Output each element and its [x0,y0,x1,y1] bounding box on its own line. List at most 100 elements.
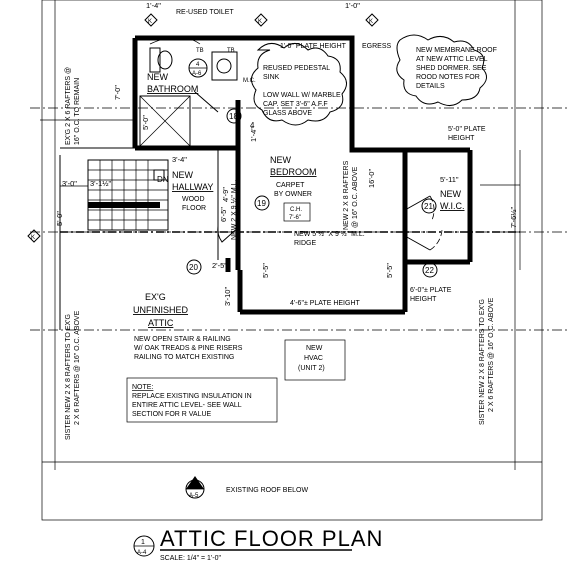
title-ref-num: 1 [141,539,145,546]
note-hvac-2: HVAC [304,355,323,362]
note-plate-4: 4'-6"± PLATE HEIGHT [290,300,360,307]
note-wood-1: WOOD [182,196,205,203]
note-plate-6b: HEIGHT [410,296,437,303]
rafter-left-top-2: 16" O.C. TO REMAIN [74,78,81,145]
dimensions: 1'-4" 7'-0" 5'-0" 3'-4" 3'-0" 3'-1½" 4'-… [40,1,521,313]
note-ridge-1: NEW 5 ½" X 9 ½" M.L. [294,230,365,238]
dim-3-0: 3'-0" [62,179,77,188]
tag-k-3: K [369,19,373,25]
note-heading: NOTE: [132,384,153,391]
dim-5-0: 5'-0" [141,115,150,130]
rafter-hall: NEW 2 X 9 ½" M.L. [230,179,238,240]
room-labels: NEW BATHROOM NEW HALLWAY NEW BEDROOM NEW… [133,72,465,328]
note-ch-1: C.H. [290,207,302,213]
bathroom-fixtures [139,36,238,147]
note-tb-2: TB [227,48,235,54]
note-reused-toilet: RE-USED TOILET [176,9,234,16]
section-ref-sheet: A-5 [189,493,199,499]
dim-2-5: 2'-5" [212,261,227,270]
tag-21: 21 [424,202,433,211]
note-box [126,377,278,423]
note-plate-6: 6'-0"± PLATE [410,287,452,294]
wic-label-new: NEW [440,189,462,199]
note-membrane-5: DETAILS [416,83,445,90]
note-carpet-1: CARPET [276,182,305,189]
note-plate-1: 1'-0" PLATE HEIGHT [280,43,347,50]
dim-5-5: 5'-5" [261,263,270,278]
rafter-left-top-1: EX'G 2 X 6 RAFTERS @ [65,67,72,145]
bedroom-label-new: NEW [270,155,292,165]
hallway-label-new: NEW [172,170,194,180]
dim-1-4b: 1'-4" [249,127,258,142]
note-pedestal-2: SINK [263,74,280,81]
note-wood-2: FLOOR [182,205,206,212]
annotation-notes: RE-USED TOILET 1'-0" PLATE HEIGHT EGRESS… [126,9,497,423]
tag-20: 20 [189,263,198,272]
note-hvac-3: (UNIT 2) [298,365,325,372]
note-egress: EGRESS [362,43,392,50]
note-membrane-3: SHED DORMER. SEE [416,65,487,72]
rafter-bed-2: @ 16" O.C. ABOVE [352,166,359,228]
new-walls [59,35,473,330]
dim-3-10: 3'-1½" [90,179,112,188]
note-plate-5b: HEIGHT [448,135,475,142]
rafter-bed-1: NEW 2 X 8 RAFTERS [343,160,350,230]
tag-18: 18 [229,112,238,121]
revision-clouds [251,34,487,126]
attic-label: ATTIC [148,318,174,328]
dim-7-0: 7'-0" [113,85,122,100]
shower-icon [139,95,191,147]
door-swings [217,195,443,272]
note-line-1: REPLACE EXISTING INSULATION IN [132,393,252,400]
attic-label-unfinished: UNFINISHED [133,305,189,315]
section-marker: 1 A-5 EXISTING ROOF BELOW [185,476,308,499]
tag-k-2: K [258,19,262,25]
tags: 18 19 20 21 22 4 DN 4 A-6 K K K K [27,13,438,278]
dim-6-5: 6'-5" [219,207,228,222]
note-lowwall-3: GLASS ABOVE [263,110,312,117]
note-hvac-1: NEW [306,345,323,352]
note-lowwall-1: LOW WALL W/ MARBLE [263,92,341,99]
rafter-right-2: 2 X 6 RAFTERS @ 16" O.C. ABOVE [488,297,495,412]
scale-label: SCALE: 1/4" = 1'-0" [160,555,221,562]
tag-22: 22 [425,266,434,275]
note-ch-2: 7'-6" [289,215,301,221]
toilet-icon [157,50,173,70]
dim-7-6: 7'-6½" [509,206,518,228]
rafter-left-bot-2: 2 X 6 RAFTERS @ 16" O.C. ABOVE [74,310,81,425]
rafter-right-1: SISTER NEW 2 X 8 RAFTERS TO EX'G [479,299,486,425]
note-stair-1: NEW OPEN STAIR & RAILING [134,336,231,343]
note-tb-1: TB [196,48,204,54]
note-line-2: ENTIRE ATTIC LEVEL- SEE WALL [132,402,242,409]
tag-k-1: K [148,19,152,25]
dim-3-10b: 3'-10" [223,287,232,306]
bedroom-label: BEDROOM [270,167,317,177]
drawing-border [41,0,543,521]
dim-5-5b: 5'-5" [385,263,394,278]
note-lowwall-2: CAP. SET 3'-6" A.F.F [263,101,328,108]
wic-label: W.I.C. [440,201,465,211]
note-stair-2: W/ OAK TREADS & PINE RISERS [134,345,243,352]
note-pedestal-1: REUSED PEDESTAL [263,65,330,72]
note-carpet-2: BY OWNER [274,191,312,198]
bathroom-label: BATHROOM [147,84,198,94]
dim-1-0: 1'-0" [345,1,360,10]
hallway-label: HALLWAY [172,182,213,192]
section-ref-num: 1 [193,483,197,489]
tag-4: 4 [250,121,255,130]
dim-4-9: 4'-9" [221,187,230,202]
page-title: ATTIC FLOOR PLAN [160,526,383,551]
dim-1-4-top: 1'-4" [146,1,161,10]
dim-3-4: 3'-4" [172,155,187,164]
door-ref-sheet: A-6 [192,71,202,77]
rafter-notes: EX'G 2 X 6 RAFTERS @ 16" O.C. TO REMAIN … [65,67,495,440]
stair-icon [87,159,169,231]
dim-5-11: 5'-11" [440,175,459,184]
note-mc: M.C. [243,78,256,84]
note-plate-5: 5'-0" PLATE [448,126,486,133]
existing-roof-label: EXISTING ROOF BELOW [226,487,308,494]
tag-k-4: K [31,235,35,241]
note-membrane-4: ROOD NOTES FOR [416,74,480,81]
note-membrane-2: AT NEW ATTIC LEVEL [416,56,488,63]
